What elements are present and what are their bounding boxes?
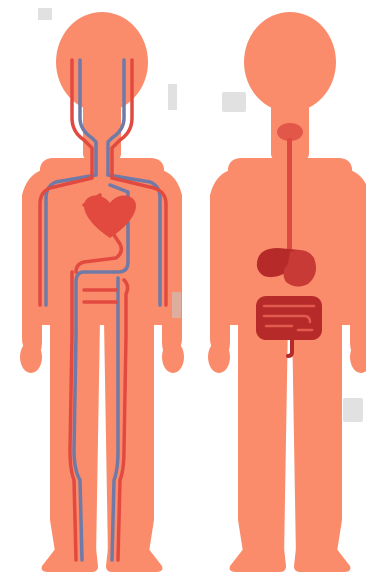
circulatory-system-figure bbox=[20, 12, 184, 572]
esophagus-icon bbox=[287, 138, 292, 253]
